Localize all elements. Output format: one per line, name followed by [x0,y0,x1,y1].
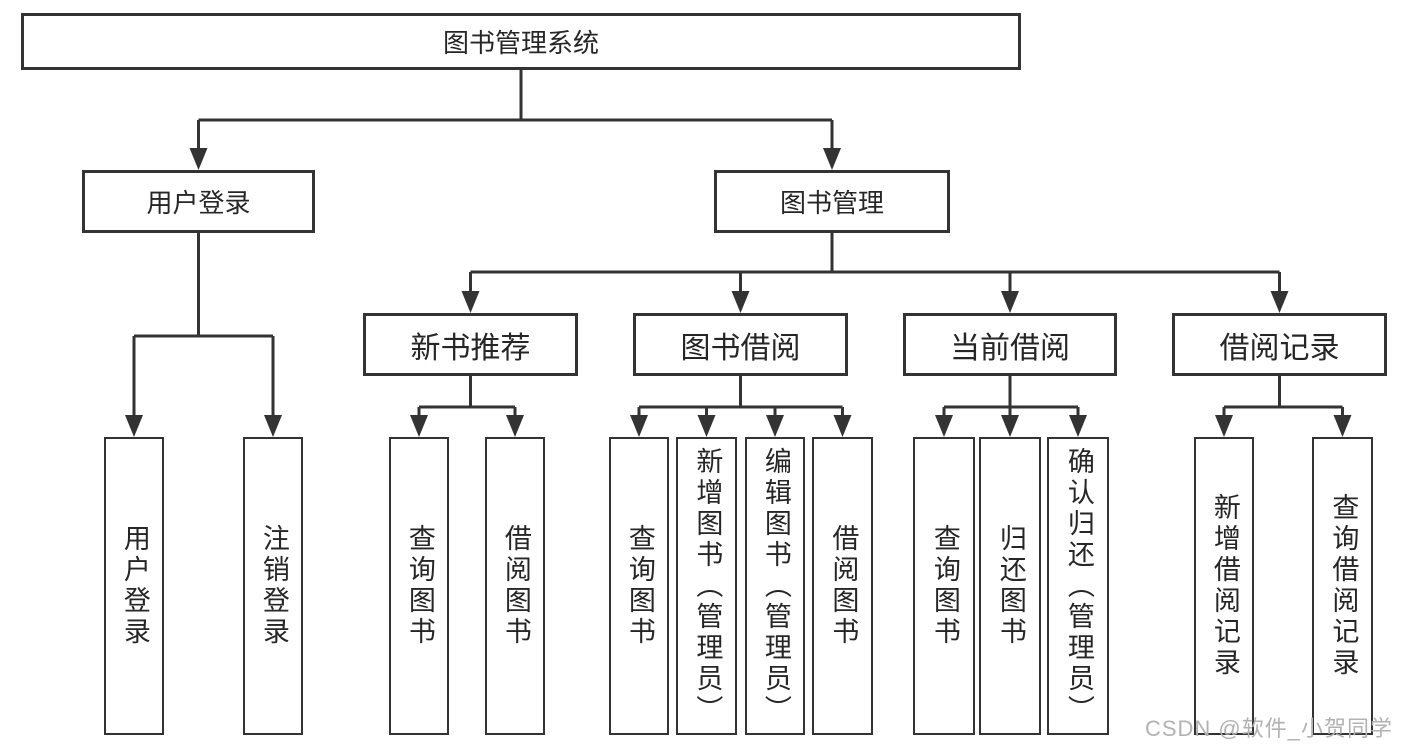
connector-current-to-leaves [935,376,1087,437]
leaf-logout-label: 注销登录 [258,524,289,648]
leaf-query-books-newbooks-label: 查询图书 [404,524,435,648]
leaf-user-login-label: 用户登录 [119,524,150,648]
connector-book-mgmt-to-level2 [461,233,1289,313]
node-current-borrowing: 当前借阅 [903,313,1117,376]
watermark: CSDN @软件_小贺同学 [1144,716,1393,741]
node-book-management: 图书管理 [714,170,950,233]
connector-root-to-level1 [189,70,841,170]
leaf-query-books-borrowing-label: 查询图书 [624,524,655,648]
leaf-add-borrow-record: 新增借阅记录 [1194,437,1254,735]
leaf-query-books-current: 查询图书 [913,437,975,735]
leaf-add-book-admin: 新增图书（管理员） [676,437,737,735]
leaf-query-borrow-record: 查询借阅记录 [1312,437,1373,735]
leaf-borrow-books: 借阅图书 [812,437,873,735]
node-borrowing-records: 借阅记录 [1172,313,1387,376]
leaf-borrow-books-label: 借阅图书 [828,524,859,648]
node-book-borrowing: 图书借阅 [633,313,848,376]
leaf-query-books-newbooks: 查询图书 [389,437,449,735]
leaf-borrow-books-newbooks-label: 借阅图书 [500,524,531,648]
leaf-return-books: 归还图书 [979,437,1041,735]
node-new-book-recommendation: 新书推荐 [363,313,578,376]
node-library-management-system: 图书管理系统 [21,13,1021,70]
leaf-confirm-return-admin: 确认归还（管理员） [1047,437,1109,735]
leaf-user-login: 用户登录 [104,437,164,735]
leaf-add-book-admin-label: 新增图书（管理员） [692,446,723,726]
leaf-query-books-borrowing: 查询图书 [609,437,669,735]
leaf-borrow-books-newbooks: 借阅图书 [485,437,545,735]
connector-new-books-to-leaves [410,376,524,437]
leaf-query-borrow-record-label: 查询借阅记录 [1328,493,1359,679]
connector-borrowing-to-leaves [630,376,852,437]
node-user-login: 用户登录 [82,170,315,233]
leaf-confirm-return-admin-label: 确认归还（管理员） [1063,446,1094,726]
leaf-logout: 注销登录 [243,437,303,735]
leaf-return-books-label: 归还图书 [995,524,1026,648]
leaf-add-borrow-record-label: 新增借阅记录 [1209,493,1240,679]
leaf-query-books-current-label: 查询图书 [929,524,960,648]
connector-records-to-leaves [1215,376,1352,437]
leaf-edit-book-admin-label: 编辑图书（管理员） [760,446,791,726]
leaf-edit-book-admin: 编辑图书（管理员） [745,437,805,735]
connector-user-login-to-leaves [125,233,282,437]
